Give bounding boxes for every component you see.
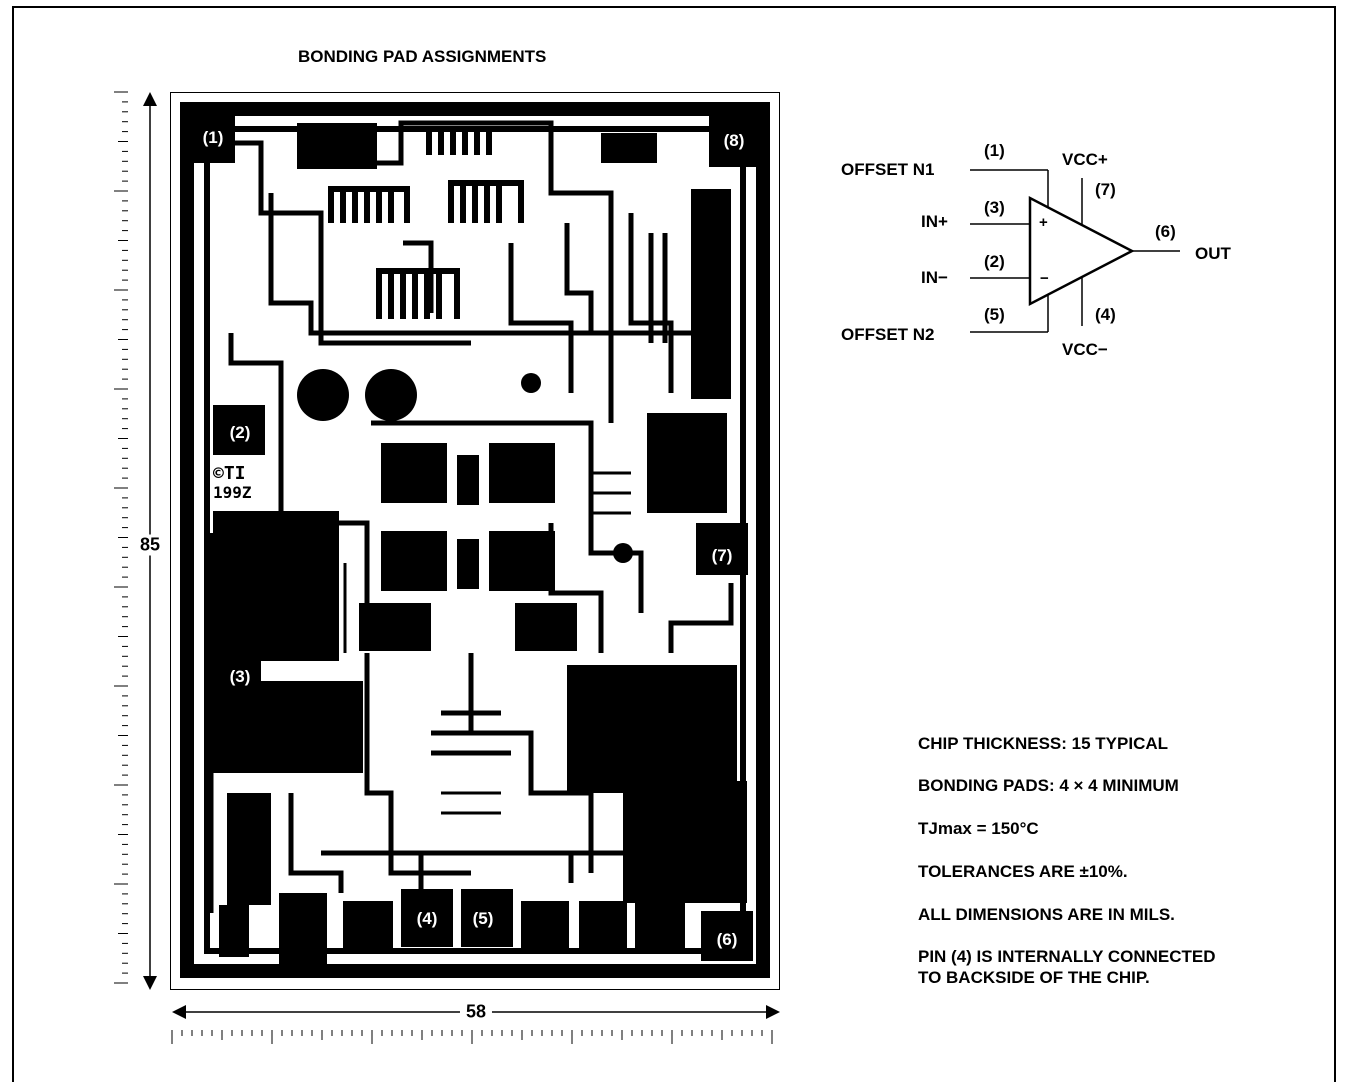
offset-n1-label: OFFSET N1	[841, 160, 935, 179]
ti-logo: ©TI	[213, 463, 246, 484]
pin-7-label: (7)	[1095, 180, 1116, 199]
pin-6-label: (6)	[1155, 222, 1176, 241]
pad-2-label: (2)	[229, 423, 251, 442]
minus-sign: −	[1040, 270, 1049, 287]
in-plus-label: IN+	[921, 212, 948, 231]
note-tj-max: TJmax = 150°C	[918, 819, 1039, 838]
chip-artwork	[180, 102, 770, 978]
pad-5-label: (5)	[472, 909, 494, 928]
in-minus-label: IN−	[921, 268, 948, 287]
diagram-title: BONDING PAD ASSIGNMENTS	[298, 47, 547, 66]
chip-die: (1) (8) (2) (3) (7) (6) (4) (5) ©TI 199Z	[170, 92, 780, 990]
note-tolerances: TOLERANCES ARE ±10%.	[918, 862, 1128, 881]
pad-8-label: (8)	[723, 131, 745, 150]
note-dimensions: ALL DIMENSIONS ARE IN MILS.	[918, 905, 1175, 924]
pad-4-label: (4)	[416, 909, 438, 928]
width-dimension-label: 58	[459, 1001, 493, 1023]
pad-7-label: (7)	[711, 546, 733, 565]
pin-2-label: (2)	[984, 252, 1005, 271]
offset-n2-label: OFFSET N2	[841, 325, 935, 344]
note-pin4-line2: TO BACKSIDE OF THE CHIP.	[918, 968, 1150, 987]
pin-4-label: (4)	[1095, 305, 1116, 324]
chip-year: 199Z	[213, 483, 252, 502]
pin-3-label: (3)	[984, 198, 1005, 217]
plus-sign: +	[1039, 214, 1048, 231]
out-label: OUT	[1195, 244, 1231, 263]
vcc-minus-label: VCC−	[1062, 340, 1108, 359]
pin-5-label: (5)	[984, 305, 1005, 324]
note-pin4-line1: PIN (4) IS INTERNALLY CONNECTED	[918, 947, 1216, 966]
note-bonding-pads: BONDING PADS: 4 × 4 MINIMUM	[918, 776, 1179, 795]
vcc-plus-label: VCC+	[1062, 150, 1108, 169]
note-chip-thickness: CHIP THICKNESS: 15 TYPICAL	[918, 734, 1169, 753]
height-dimension-label: 85	[133, 534, 167, 556]
pad-3-label: (3)	[229, 667, 251, 686]
pad-1-label: (1)	[202, 128, 224, 147]
pin-1-label: (1)	[984, 141, 1005, 160]
drawing-frame	[12, 6, 1336, 1082]
pad-6-label: (6)	[716, 930, 738, 949]
